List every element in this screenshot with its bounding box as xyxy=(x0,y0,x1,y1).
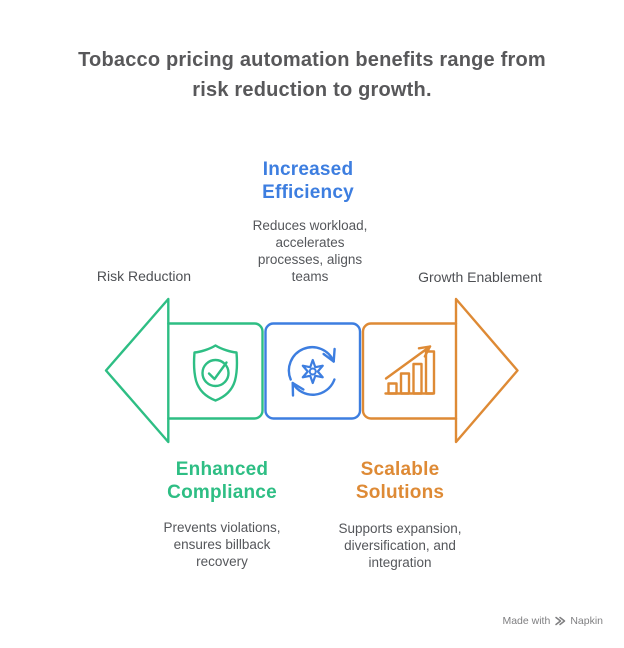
section-desc-enhanced-compliance: Prevents violations, ensures billback re… xyxy=(163,519,280,570)
made-with-text: Made with xyxy=(502,615,551,627)
desc-line: Prevents violations, xyxy=(163,520,281,535)
section-title-line: Compliance xyxy=(167,482,277,503)
growth-chart-icon xyxy=(384,345,436,395)
sync-gear-icon xyxy=(287,345,336,397)
napkin-logo-icon xyxy=(555,616,566,626)
section-desc-increased-efficiency: Reduces workload, accelerates processes,… xyxy=(253,217,368,285)
efficiency-segment-box xyxy=(264,322,362,420)
label-growth-enablement: Growth Enablement xyxy=(418,269,542,285)
section-desc-scalable-solutions: Supports expansion, diversification, and… xyxy=(338,520,461,571)
section-title-line: Enhanced xyxy=(175,459,269,480)
section-title-line: Solutions xyxy=(355,482,445,503)
desc-line: integration xyxy=(368,555,432,570)
compliance-segment-box xyxy=(167,322,264,420)
title-line: risk reduction to growth. xyxy=(192,79,432,101)
section-title-increased-efficiency: Increased Efficiency xyxy=(262,158,354,204)
section-title-line: Increased xyxy=(262,159,354,180)
desc-line: teams xyxy=(291,269,329,284)
desc-line: diversification, and xyxy=(344,538,456,553)
section-title-enhanced-compliance: Enhanced Compliance xyxy=(167,458,277,504)
section-title-line: Scalable xyxy=(360,459,440,480)
made-with-napkin-badge: Made with Napkin xyxy=(502,615,603,627)
right-arrowhead xyxy=(454,297,519,444)
diagram-title: Tobacco pricing automation benefits rang… xyxy=(0,45,624,105)
brand-text: Napkin xyxy=(570,615,603,627)
desc-line: recovery xyxy=(196,554,248,569)
title-line: Tobacco pricing automation benefits rang… xyxy=(78,49,546,71)
left-arrowhead xyxy=(104,297,170,444)
section-title-scalable-solutions: Scalable Solutions xyxy=(356,458,444,504)
section-title-line: Efficiency xyxy=(262,182,354,203)
desc-line: Supports expansion, xyxy=(338,521,462,536)
desc-line: processes, aligns xyxy=(257,252,363,267)
desc-line: accelerates xyxy=(275,235,345,250)
shield-check-icon xyxy=(192,344,239,402)
desc-line: ensures billback xyxy=(173,537,271,552)
desc-line: Reduces workload, xyxy=(252,218,368,233)
label-risk-reduction: Risk Reduction xyxy=(96,268,192,284)
scalable-segment-box xyxy=(361,322,458,420)
